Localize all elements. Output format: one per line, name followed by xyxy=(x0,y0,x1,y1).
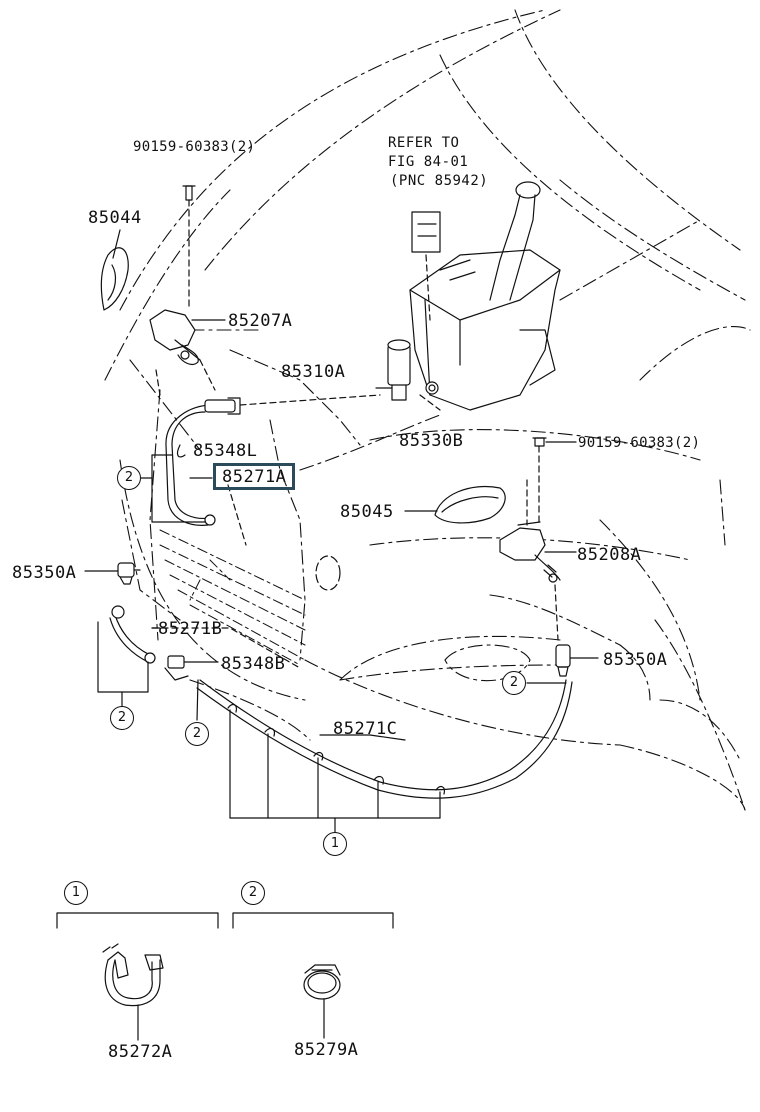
label-85310A[interactable]: 85310A xyxy=(281,362,346,382)
hose-85271C xyxy=(196,679,573,834)
callout-1-legend: 1 xyxy=(64,881,88,905)
washer-pump xyxy=(375,339,439,401)
callout-1-hose-c: 1 xyxy=(323,832,347,856)
label-refer-line3: (PNC 85942) xyxy=(390,173,489,189)
clip-85279A xyxy=(303,964,341,1000)
valve-left xyxy=(117,562,141,585)
label-85330B[interactable]: 85330B xyxy=(399,431,464,451)
label-85271C[interactable]: 85271C xyxy=(333,719,398,739)
callout-2-hose-c-right: 2 xyxy=(502,671,526,695)
label-bolt-right[interactable]: 90159-60383(2) xyxy=(578,435,701,451)
nozzle-left xyxy=(149,309,201,366)
label-85207A[interactable]: 85207A xyxy=(228,311,293,331)
label-85348B[interactable]: 85348B xyxy=(221,654,286,674)
fog-lamp xyxy=(315,555,341,591)
callout-2-legend: 2 xyxy=(241,881,265,905)
nozzle-right xyxy=(499,521,561,583)
bolt-right xyxy=(532,437,547,447)
bolt-top xyxy=(182,185,196,201)
label-85044[interactable]: 85044 xyxy=(88,208,142,228)
label-85279A[interactable]: 85279A xyxy=(294,1040,359,1060)
label-85271A-highlighted[interactable]: 85271A xyxy=(213,463,296,490)
cover-85045 xyxy=(434,485,506,524)
label-85208A[interactable]: 85208A xyxy=(577,545,642,565)
hose-85271A xyxy=(165,397,241,526)
callout-2-hose-c-left: 2 xyxy=(185,722,209,746)
clip-85272A xyxy=(102,943,164,1007)
label-85271B[interactable]: 85271B xyxy=(158,619,223,639)
label-bolt-top[interactable]: 90159-60383(2) xyxy=(133,139,256,155)
label-85045[interactable]: 85045 xyxy=(340,502,394,522)
washer-tank xyxy=(409,181,561,411)
callout-2-left-hose: 2 xyxy=(117,466,141,490)
label-85348L[interactable]: 85348L xyxy=(193,441,258,461)
clip-legend-brackets xyxy=(56,912,394,929)
label-85350A-left[interactable]: 85350A xyxy=(12,563,77,583)
label-refer-line2: FIG 84-01 xyxy=(388,154,469,170)
body-outline xyxy=(104,9,751,811)
hose-85271B xyxy=(109,605,156,664)
callout-2-lower-left: 2 xyxy=(110,706,134,730)
label-85350A-right[interactable]: 85350A xyxy=(603,650,668,670)
valve-right xyxy=(555,644,571,677)
cover-85044 xyxy=(100,247,129,311)
label-85272A[interactable]: 85272A xyxy=(108,1042,173,1062)
grille xyxy=(159,529,306,666)
joint-85348B xyxy=(164,655,219,681)
label-refer-line1: REFER TO xyxy=(388,135,460,151)
